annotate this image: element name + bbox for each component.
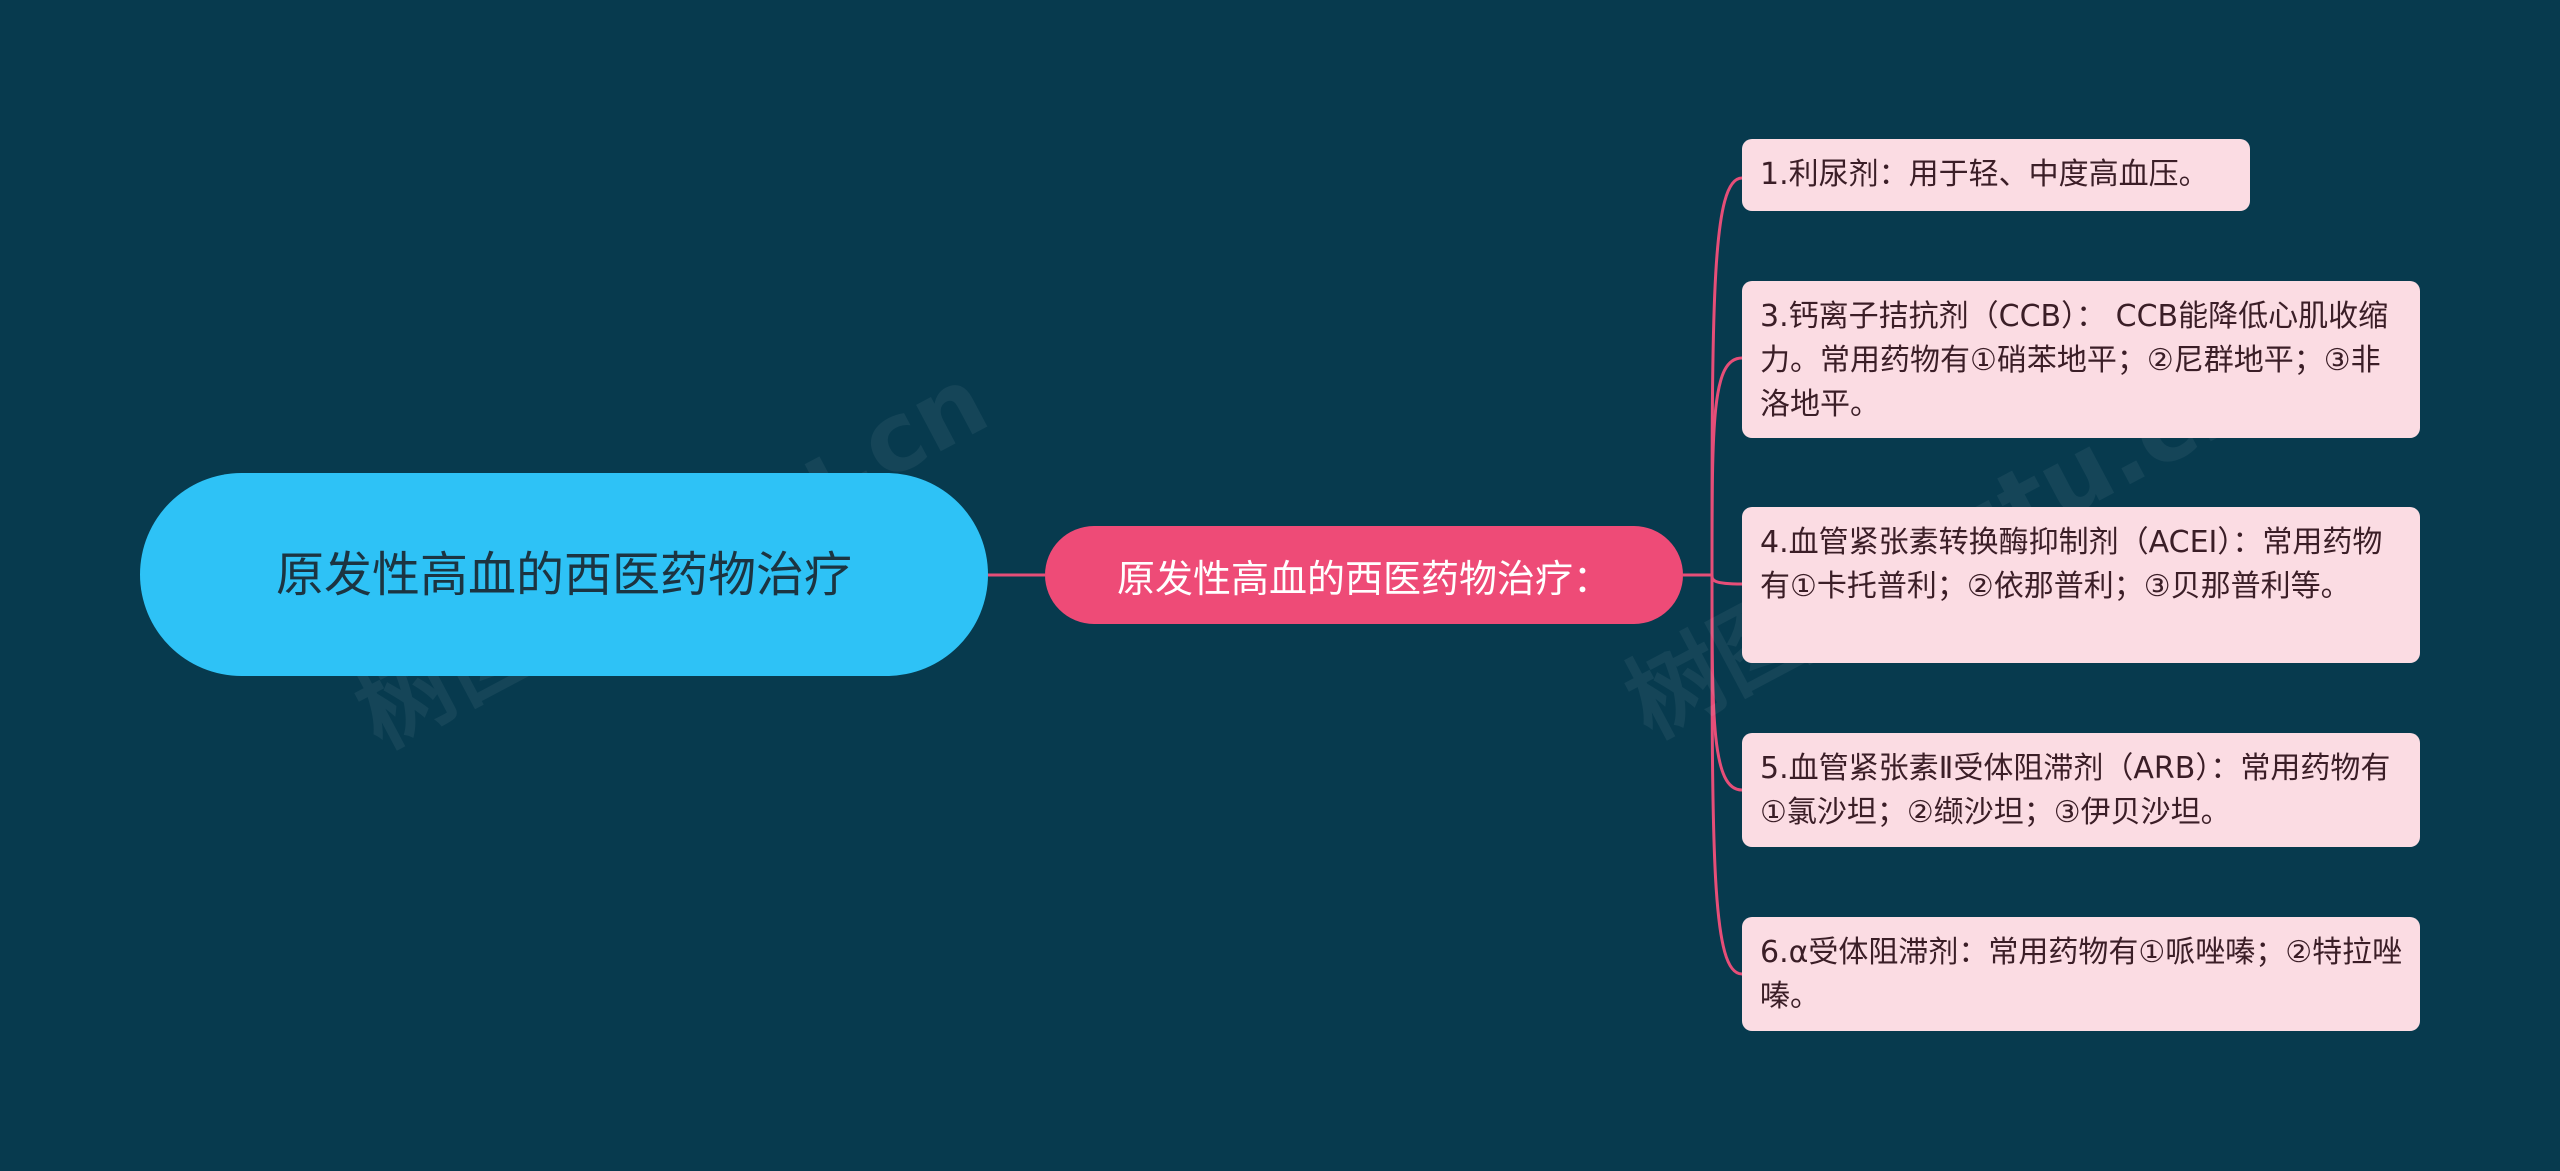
leaf-connector-2	[1710, 356, 1743, 576]
branch-node-label: 原发性高血的西医药物治疗：	[1116, 556, 1611, 601]
leaf-connector-3	[1710, 574, 1743, 586]
leaf-node-ccb[interactable]: 3.钙离子拮抗剂（CCB）： CCB能降低心肌收缩力。常用药物有①硝苯地平；②尼…	[1742, 281, 2420, 438]
leaf-connector-5	[1710, 574, 1743, 976]
leaf-connector-4	[1710, 574, 1743, 792]
root-node[interactable]: 原发性高血的西医药物治疗	[140, 473, 988, 676]
leaf-node-diuretic[interactable]: 1.利尿剂：用于轻、中度高血压。	[1742, 139, 2250, 211]
leaf-node-alpha-blocker[interactable]: 6.α受体阻滞剂：常用药物有①哌唑嗪；②特拉唑嗪。	[1742, 917, 2420, 1031]
branch-node[interactable]: 原发性高血的西医药物治疗：	[1045, 526, 1683, 624]
root-node-label: 原发性高血的西医药物治疗	[275, 546, 852, 603]
leaf-node-acei[interactable]: 4.血管紧张素转换酶抑制剂（ACEI）：常用药物有①卡托普利；②依那普利；③贝那…	[1742, 507, 2420, 663]
leaf-node-arb[interactable]: 5.血管紧张素Ⅱ受体阻滞剂（ARB）：常用药物有①氯沙坦；②缬沙坦；③伊贝沙坦。	[1742, 733, 2420, 847]
leaf-connector-1	[1710, 176, 1743, 576]
